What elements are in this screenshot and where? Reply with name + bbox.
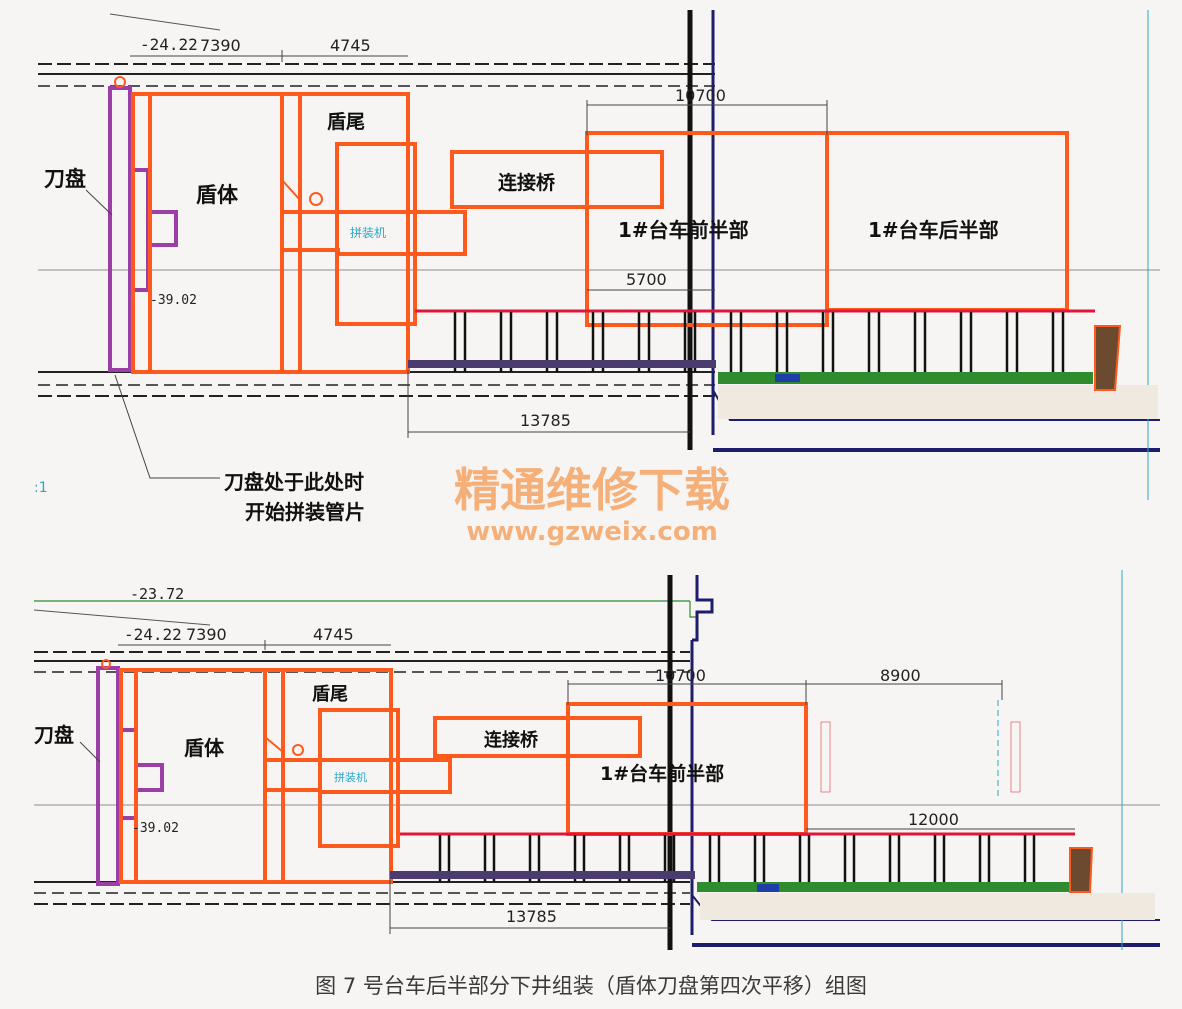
label-bridge: 连接桥 bbox=[498, 171, 556, 194]
watermark-url: www.gzweix.com bbox=[466, 517, 718, 547]
elevation-leader bbox=[33, 609, 211, 626]
top-dimensions bbox=[85, 50, 828, 479]
move-label-front bbox=[1010, 721, 1021, 793]
shaft-wall bbox=[692, 575, 714, 642]
label-bridge: 连接桥 bbox=[484, 729, 539, 751]
top-diagram: -24.22 7390 4745 10700 5700 13785 -39.02… bbox=[34, 10, 1160, 524]
fill-soil bbox=[700, 893, 1155, 920]
shield-lift-point bbox=[292, 744, 304, 756]
shield-brace bbox=[264, 736, 284, 753]
elevation-leader bbox=[109, 13, 221, 31]
label-shield-body: 盾体 bbox=[184, 736, 225, 760]
dim-10700: 10700 bbox=[675, 86, 726, 105]
dim-8900: 8900 bbox=[880, 666, 921, 685]
figure-caption: 图 7 号台车后半部分下井组装（盾体刀盘第四次平移）组图 bbox=[315, 974, 867, 998]
track-marker bbox=[775, 374, 800, 382]
label-cutterhead: 刀盘 bbox=[44, 167, 86, 191]
cutterhead-leader bbox=[85, 189, 113, 216]
cutterhead-lift-point bbox=[101, 659, 111, 669]
shield-outline bbox=[119, 668, 393, 884]
label-trailer-front: 1#台车前半部 bbox=[618, 218, 749, 242]
move-labels bbox=[820, 721, 1021, 793]
shield-lift-point bbox=[309, 192, 323, 206]
elevation-line-green bbox=[689, 601, 697, 618]
fill-soil bbox=[718, 385, 1158, 419]
watermark-title: 精通维修下载 bbox=[454, 463, 730, 517]
dim-13785: 13785 bbox=[506, 907, 557, 926]
note-line-1: 刀盘处于此处时 bbox=[224, 470, 364, 494]
dim-7390: 7390 bbox=[186, 625, 227, 644]
dim-7390: 7390 bbox=[200, 36, 241, 55]
track-green bbox=[718, 372, 1093, 384]
dim-13785: 13785 bbox=[520, 411, 571, 430]
bottom-diagram: -23.72 -24.22 7390 4745 10700 8900 12000… bbox=[33, 570, 1160, 950]
dim-5700: 5700 bbox=[626, 270, 667, 289]
move-label-rear bbox=[820, 721, 831, 793]
label-shield-tail: 盾尾 bbox=[327, 111, 365, 133]
note-leader bbox=[114, 374, 220, 479]
dim-elev-top: -24.22 bbox=[140, 35, 198, 54]
label-cutterhead: 刀盘 bbox=[34, 723, 74, 747]
dim-elev-green: -23.72 bbox=[130, 585, 184, 603]
label-erector: 拼装机 bbox=[350, 226, 386, 240]
note-line-2: 开始拼装管片 bbox=[245, 500, 365, 524]
ramp-stop bbox=[1069, 847, 1094, 893]
bottom-shield bbox=[119, 668, 808, 884]
dim-elev-side: -39.02 bbox=[150, 293, 197, 308]
watermark: 精通维修下载 www.gzweix.com bbox=[454, 463, 730, 547]
base-plate bbox=[408, 360, 716, 368]
dim-4745: 4745 bbox=[313, 625, 354, 644]
cutterhead-hub bbox=[148, 210, 178, 247]
erector-arm bbox=[318, 758, 452, 794]
label-trailer-rear: 1#台车后半部 bbox=[868, 218, 999, 242]
bottom-dimensions bbox=[79, 640, 1075, 934]
base-plate bbox=[390, 871, 695, 879]
label-shield-body: 盾体 bbox=[196, 183, 239, 207]
label-trailer-front: 1#台车前半部 bbox=[600, 762, 724, 785]
ramp-stop bbox=[1094, 325, 1122, 391]
dim-10700: 10700 bbox=[655, 666, 706, 685]
cutterhead-hub bbox=[136, 763, 164, 792]
cutterhead-lift-point bbox=[114, 76, 126, 88]
edge-mark: :1 bbox=[34, 480, 48, 496]
dim-4745: 4745 bbox=[330, 36, 371, 55]
shield-brace bbox=[281, 179, 301, 201]
top-shaft bbox=[687, 10, 1160, 500]
dim-12000: 12000 bbox=[908, 810, 959, 829]
label-erector: 拼装机 bbox=[334, 770, 367, 784]
label-shield-tail: 盾尾 bbox=[312, 684, 348, 705]
bottom-shaft bbox=[667, 570, 1160, 950]
dim-elev-side: -39.02 bbox=[132, 821, 179, 836]
dim-elev-top: -24.22 bbox=[124, 625, 182, 644]
track-marker bbox=[757, 884, 779, 892]
cutterhead-leader bbox=[79, 741, 101, 763]
shield-outline bbox=[131, 92, 410, 374]
track-green bbox=[697, 882, 1072, 892]
erector-arm bbox=[335, 210, 467, 256]
